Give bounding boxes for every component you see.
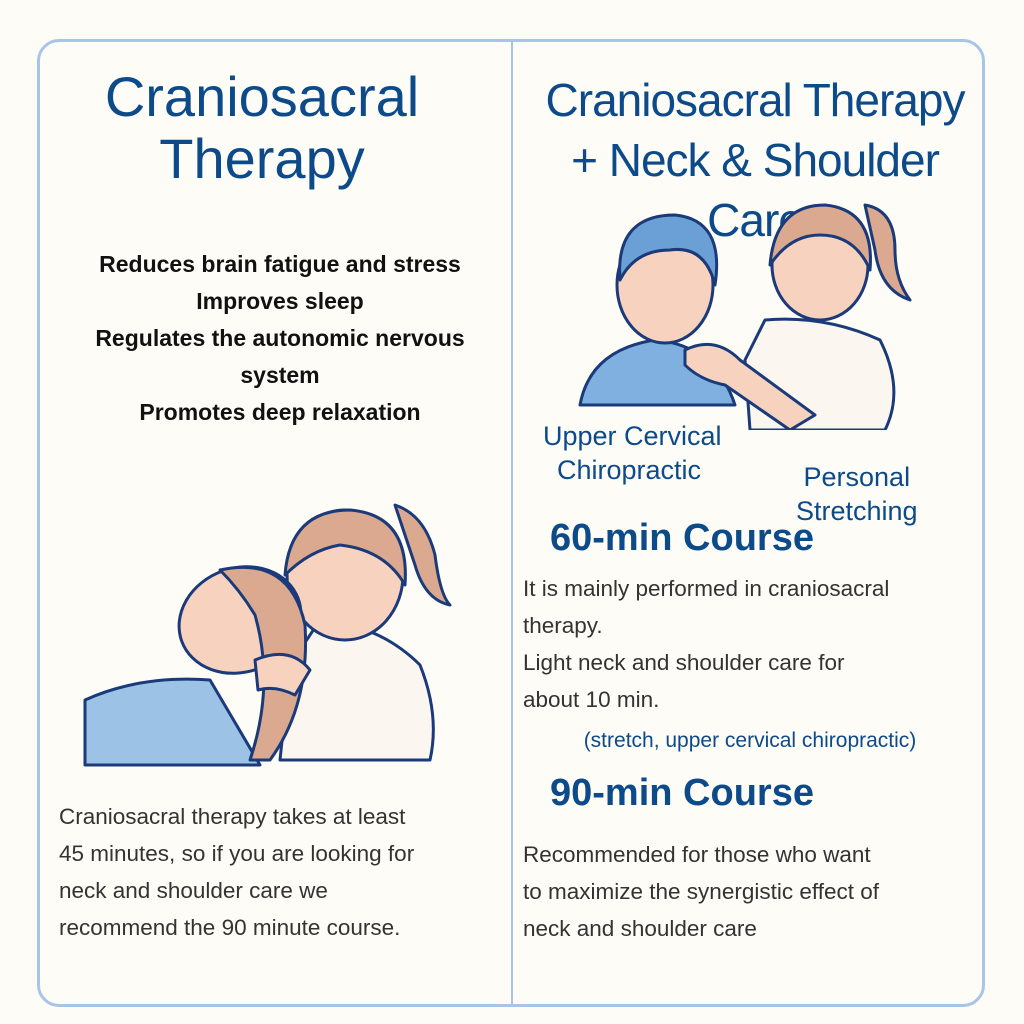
- label-line: Upper Cervical: [543, 421, 722, 451]
- benefit: Regulates the autonomic nervous: [95, 325, 465, 351]
- text-line: therapy.: [523, 613, 603, 638]
- column-divider: [511, 39, 513, 1007]
- left-description: Craniosacral therapy takes at least 45 m…: [59, 798, 509, 946]
- course-60-description: It is mainly performed in craniosacral t…: [523, 570, 983, 718]
- benefit: system: [240, 362, 320, 388]
- course-90-title: 90-min Course: [550, 772, 814, 814]
- text-line: neck and shoulder care we: [59, 878, 328, 903]
- left-title-line: Craniosacral: [104, 65, 420, 128]
- text-line: neck and shoulder care: [523, 916, 757, 941]
- right-title-line: + Neck & Shoulder Care: [571, 134, 940, 246]
- course-60-note: (stretch, upper cervical chiropractic): [583, 729, 917, 752]
- text-line: Craniosacral therapy takes at least: [59, 804, 406, 829]
- text-line: Light neck and shoulder care for: [523, 650, 845, 675]
- text-line: to maximize the synergistic effect of: [523, 879, 879, 904]
- left-title: Craniosacral Therapy: [40, 66, 484, 190]
- right-title: Craniosacral Therapy + Neck & Shoulder C…: [520, 70, 990, 250]
- text-line: about 10 min.: [523, 687, 660, 712]
- benefit: Promotes deep relaxation: [139, 399, 421, 425]
- label-line: Stretching: [796, 496, 918, 526]
- text-line: It is mainly performed in craniosacral: [523, 576, 890, 601]
- label-line: Chiropractic: [557, 455, 702, 485]
- label-upper-cervical-chiropractic: Upper Cervical Chiropractic: [543, 419, 722, 487]
- course-90-description: Recommended for those who want to maximi…: [523, 836, 983, 947]
- benefit: Reduces brain fatigue and stress: [99, 251, 461, 277]
- neck-shoulder-care-illustration: [578, 203, 912, 430]
- text-line: 45 minutes, so if you are looking for: [59, 841, 415, 866]
- label-personal-stretching: Personal Stretching: [796, 460, 918, 528]
- left-title-line: Therapy: [159, 127, 365, 190]
- right-title-line: Craniosacral Therapy: [545, 74, 966, 126]
- text-line: recommend the 90 minute course.: [59, 915, 401, 940]
- benefits-list: Reduces brain fatigue and stress Improve…: [40, 246, 520, 431]
- course-60-title: 60-min Course: [550, 517, 814, 559]
- label-line: Personal: [803, 462, 911, 492]
- therapist-with-client-illustration: [83, 503, 452, 767]
- text-line: Recommended for those who want: [523, 842, 871, 867]
- benefit: Improves sleep: [196, 288, 364, 314]
